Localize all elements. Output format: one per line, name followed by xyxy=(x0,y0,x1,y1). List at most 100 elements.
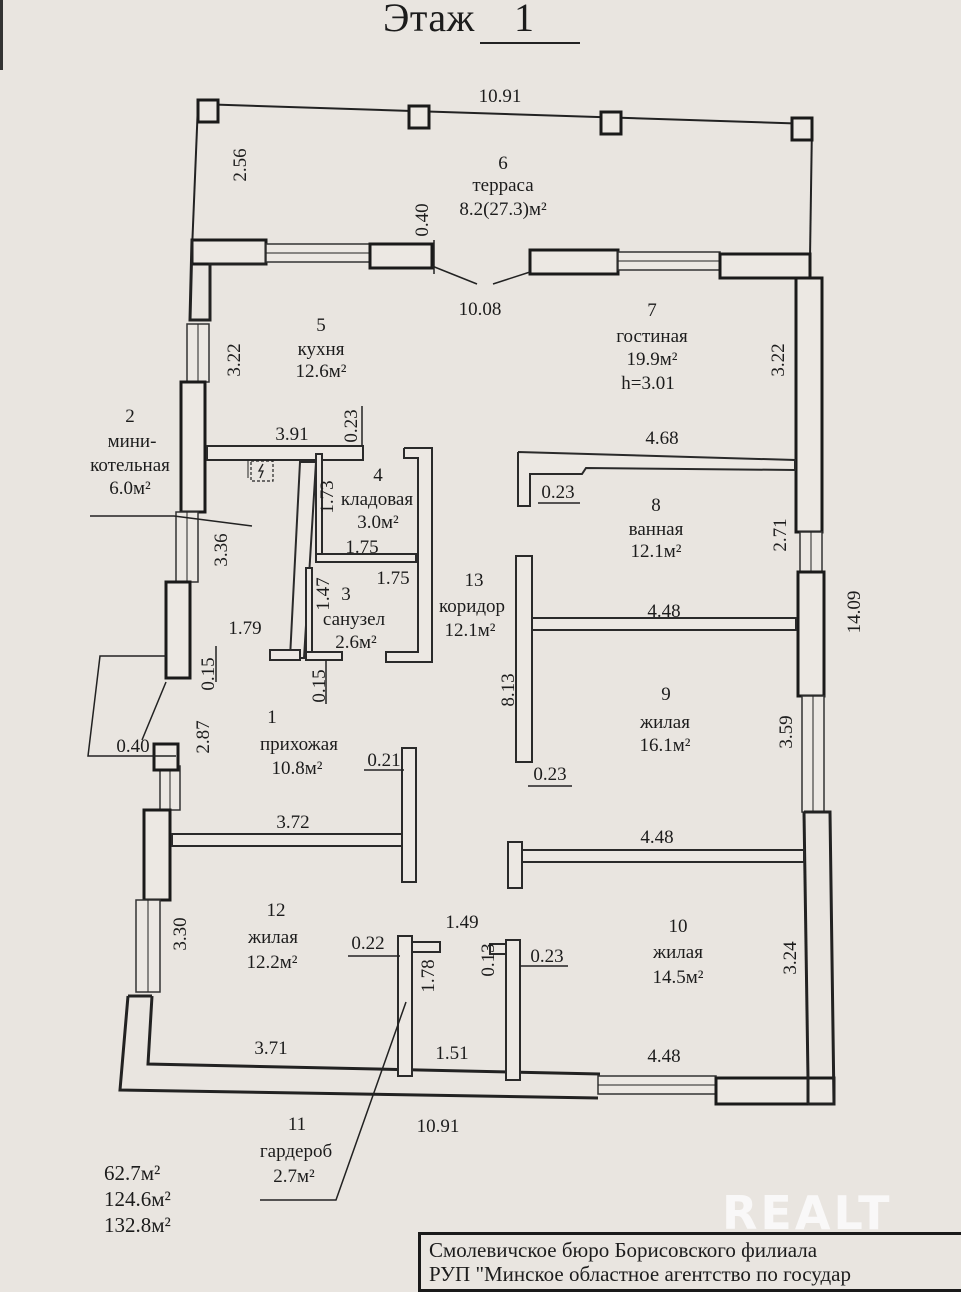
room-6-number: 6 xyxy=(498,153,508,174)
room-7-height: h=3.01 xyxy=(621,373,674,394)
room-5-number: 5 xyxy=(316,315,326,336)
realt-watermark: REALT xyxy=(722,1186,893,1240)
room-13-area: 12.1м² xyxy=(445,620,496,641)
floor-underline xyxy=(480,42,580,44)
interior-walls xyxy=(171,445,805,1081)
room-11-number: 11 xyxy=(288,1114,306,1135)
room-7-number: 7 xyxy=(647,300,657,321)
total-area: 124.6м² xyxy=(104,1187,171,1211)
room-11-name: гардероб xyxy=(260,1141,332,1162)
stamp-line-2: РУП "Минское областное агентство по госу… xyxy=(429,1262,851,1286)
dim-wall-015b: 0.15 xyxy=(309,669,330,702)
terrace-post xyxy=(599,110,623,136)
living-area-total: 62.7м² xyxy=(104,1161,161,1185)
dim-closet-gap: 1.49 xyxy=(445,912,478,933)
room-7-area: 19.9м² xyxy=(627,349,678,370)
dim-house-width: 10.91 xyxy=(417,1116,460,1137)
room-9-area: 16.1м² xyxy=(640,735,691,756)
room-1-number: 1 xyxy=(267,707,277,728)
dim-hall-depth: 2.87 xyxy=(193,720,214,753)
room-10-name: жилая xyxy=(652,942,703,963)
dim-closet-width: 1.51 xyxy=(435,1043,468,1064)
dim-terrace-step: 0.40 xyxy=(412,203,433,236)
dim-wall-015a: 0.15 xyxy=(198,657,219,690)
room-2-name-line1: мини- xyxy=(108,431,157,452)
page-edge-line xyxy=(0,0,3,70)
room-9-name: жилая xyxy=(639,712,690,733)
room-5-area: 12.6м² xyxy=(296,361,347,382)
dim-bath-wall: 0.23 xyxy=(541,482,574,503)
room-3-name: санузел xyxy=(323,609,386,630)
room-13-number: 13 xyxy=(465,570,484,591)
room-3-area: 2.6м² xyxy=(335,632,377,653)
dim-bed10-width: 4.48 xyxy=(647,1046,680,1067)
dim-hall-width: 3.72 xyxy=(276,812,309,833)
room-6-name: терраса xyxy=(472,175,534,196)
dim-bath-width: 4.48 xyxy=(647,601,680,622)
room-1-name: прихожая xyxy=(260,734,338,755)
room-9-number: 9 xyxy=(661,684,671,705)
dim-terrace-width: 10.91 xyxy=(479,86,522,107)
dim-hall-wall: 0.21 xyxy=(367,750,400,771)
dim-total-depth: 14.09 xyxy=(844,591,865,634)
dim-bed12-width: 3.71 xyxy=(254,1038,287,1059)
dim-storage-depth: 1.73 xyxy=(317,480,338,513)
room-10-area: 14.5м² xyxy=(653,967,704,988)
dim-corridor-wall: 0.23 xyxy=(533,764,566,785)
dim-wc-depth: 1.47 xyxy=(313,577,334,610)
floor-number: 1 xyxy=(514,0,534,40)
terrace-post xyxy=(407,104,431,130)
room-13-name: коридор xyxy=(439,596,505,617)
dim-boiler-width: 1.79 xyxy=(228,618,261,639)
room-4-area: 3.0м² xyxy=(357,512,399,533)
terrace-post xyxy=(790,116,814,142)
room-6-area: 8.2(27.3)м² xyxy=(459,199,547,220)
room-12-name: жилая xyxy=(247,927,298,948)
stamp-line-1: Смолевичское бюро Борисовского филиала xyxy=(429,1238,818,1262)
room-7-name: гостиная xyxy=(616,326,688,347)
dim-closet-depth: 1.78 xyxy=(418,959,439,992)
room-labels: 6 терраса 8.2(27.3)м² 5 кухня 12.6м² 7 г… xyxy=(90,153,704,1187)
terrace-post xyxy=(196,98,220,124)
dim-bed10-top: 4.48 xyxy=(640,827,673,848)
terrace-outline xyxy=(191,98,814,259)
room-8-area: 12.1м² xyxy=(631,541,682,562)
room-1-area: 10.8м² xyxy=(272,758,323,779)
dim-bed12-height: 3.30 xyxy=(170,917,191,950)
dim-wc-width: 1.75 xyxy=(376,568,409,589)
dim-bath-height: 2.71 xyxy=(770,518,791,551)
dim-bed10-wall: 0.23 xyxy=(530,946,563,967)
room-11-area: 2.7м² xyxy=(273,1166,315,1187)
lightning-icon xyxy=(250,460,274,482)
dim-kitchen-height: 3.22 xyxy=(224,343,245,376)
floor-title: Этаж xyxy=(383,0,475,40)
room-3-number: 3 xyxy=(341,584,351,605)
dim-kitchen-width: 3.91 xyxy=(275,424,308,445)
room-8-number: 8 xyxy=(651,495,661,516)
room-4-number: 4 xyxy=(373,465,383,486)
room-10-number: 10 xyxy=(669,916,688,937)
room-2-area: 6.0м² xyxy=(109,478,151,499)
dim-kitchen-wall: 0.23 xyxy=(341,409,362,442)
room-12-number: 12 xyxy=(267,900,286,921)
dim-entry-step: 0.40 xyxy=(116,736,149,757)
area-summary: 62.7м² 124.6м² 132.8м² xyxy=(104,1160,171,1238)
dim-bed9-height: 3.59 xyxy=(776,715,797,748)
dim-north-wall: 10.08 xyxy=(459,299,502,320)
dim-living-width: 4.68 xyxy=(645,428,678,449)
dim-terrace-depth: 2.56 xyxy=(230,148,251,181)
dim-living-height: 3.22 xyxy=(768,343,789,376)
leader-lines xyxy=(87,240,580,1201)
entry-post xyxy=(152,742,180,772)
room-5-name: кухня xyxy=(298,339,345,360)
dim-boiler-depth: 3.36 xyxy=(211,533,232,566)
room-2-name-line2: котельная xyxy=(90,455,170,476)
dim-storage-width: 1.75 xyxy=(345,537,378,558)
bureau-stamp: Смолевичское бюро Борисовского филиала Р… xyxy=(418,1232,961,1292)
dim-bed10-height: 3.24 xyxy=(780,941,801,975)
room-8-name: ванная xyxy=(629,519,684,540)
room-4-name: кладовая xyxy=(341,489,413,510)
room-2-number: 2 xyxy=(125,406,135,427)
dim-corridor-length: 8.13 xyxy=(498,673,519,706)
